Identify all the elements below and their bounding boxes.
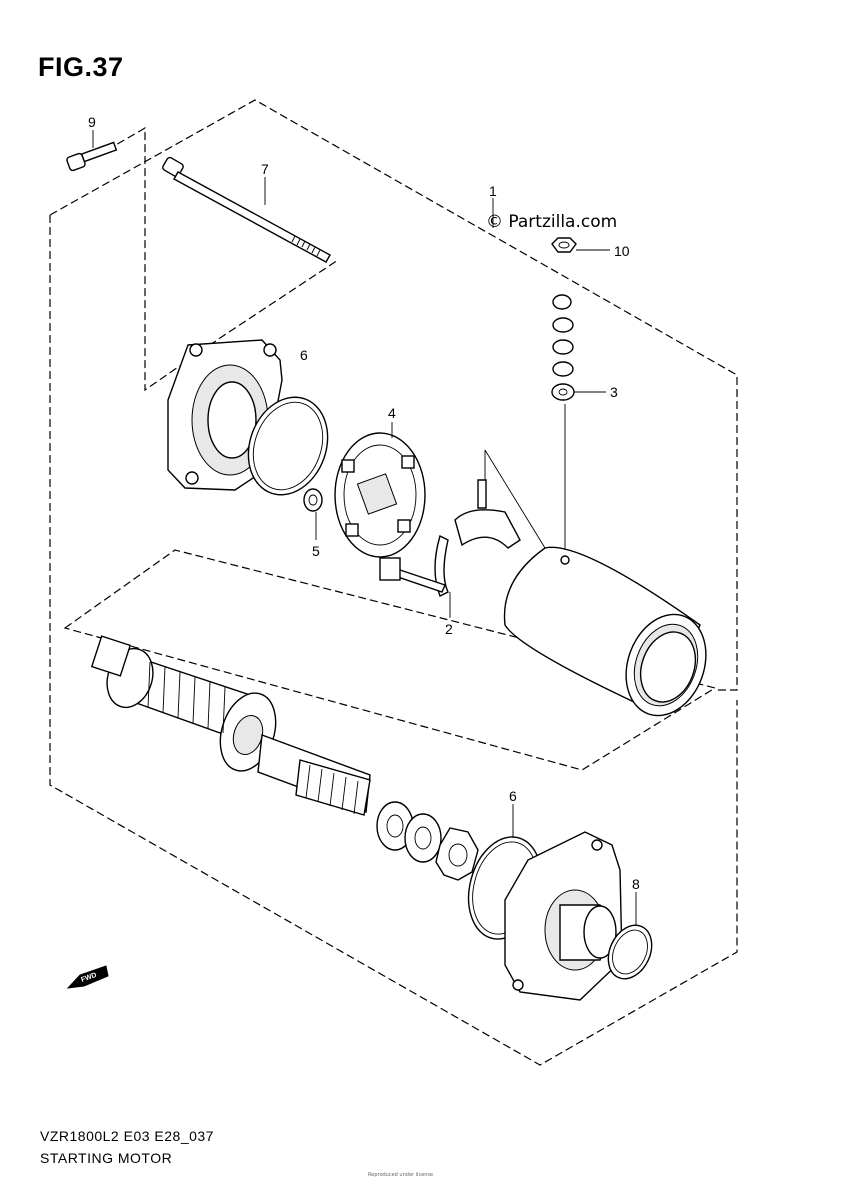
callout-10: 10 (614, 243, 630, 259)
armature (90, 635, 371, 816)
watermark: © Partzilla.com (486, 212, 618, 232)
o-ring-inner (252, 401, 324, 491)
assembly-frame (49, 99, 738, 1066)
model-code: VZR1800L2 E03 E28_037 (40, 1128, 214, 1144)
washer (404, 813, 442, 863)
fine-print: Reproduced under license (368, 1172, 434, 1178)
callout-6-upper: 6 (300, 347, 308, 363)
lock-plate (435, 827, 479, 881)
callout-9: 9 (88, 114, 96, 130)
washer-hole (414, 826, 432, 850)
motor-housing-part-1 (503, 546, 707, 717)
through-bolt-part-7 (162, 156, 331, 263)
o-ring (247, 396, 329, 496)
callout-7: 7 (261, 161, 269, 177)
callout-4: 4 (388, 405, 396, 421)
figure-caption: STARTING MOTOR (40, 1150, 173, 1166)
brush-holder-part-4 (334, 432, 426, 558)
callout-5: 5 (312, 543, 320, 559)
callout-6-lower: 6 (509, 788, 517, 804)
front-housing (504, 831, 623, 1001)
callout-8: 8 (632, 876, 640, 892)
bolt-group-frame (106, 126, 339, 392)
callout-labels: 9 7 1 10 6 3 4 5 2 6 8 (88, 114, 640, 892)
figure-title: FIG.37 (38, 52, 124, 82)
lock-plate-hole (448, 843, 468, 867)
callout-2: 2 (445, 621, 453, 637)
fwd-arrow-icon: FWD (66, 965, 109, 989)
bolt-part-9 (66, 141, 118, 172)
o-ring-part-8-inner (612, 929, 648, 975)
washer-hole (386, 814, 404, 838)
nut-part-5 (303, 488, 323, 512)
callout-1: 1 (489, 183, 497, 199)
callout-3: 3 (610, 384, 618, 400)
brush-lead-part-2 (379, 479, 521, 597)
washer-stack-part-3 (551, 294, 575, 401)
nut-part-10 (551, 237, 577, 253)
armature-frame (63, 549, 717, 771)
